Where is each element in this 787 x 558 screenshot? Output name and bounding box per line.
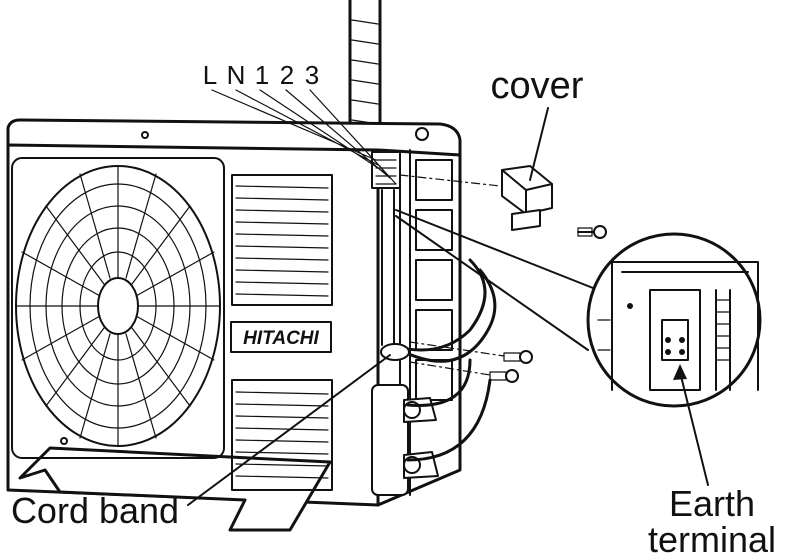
terminal-label-l: L (203, 60, 217, 90)
earth-terminal-label-line1: Earth (669, 483, 755, 524)
vertical-conduit (348, 0, 382, 132)
terminal-label-2: 2 (280, 60, 294, 90)
lower-vents (231, 379, 333, 491)
fan-grille (11, 157, 225, 459)
terminal-labels: L N 1 2 3 (203, 60, 319, 90)
cover-screw (577, 225, 607, 239)
brand-label: HITACHI (243, 328, 319, 349)
alignment-lines (399, 174, 505, 376)
brand-badge: HITACHI (230, 321, 332, 353)
cable-screw-upper (503, 350, 533, 364)
leader-lines (187, 89, 709, 506)
terminal-cover (501, 165, 553, 231)
cord-band-label: Cord band (11, 490, 179, 531)
zoom-callout (395, 209, 762, 408)
terminal-label-3: 3 (305, 60, 319, 90)
cable-screw-lower (489, 369, 519, 383)
terminal-label-n: N (227, 60, 246, 90)
connection-cables (388, 258, 497, 462)
upper-vents (231, 174, 333, 306)
terminal-label-1: 1 (255, 60, 269, 90)
cover-label: cover (491, 65, 584, 107)
earth-terminal-label-line2: terminal (648, 519, 776, 558)
